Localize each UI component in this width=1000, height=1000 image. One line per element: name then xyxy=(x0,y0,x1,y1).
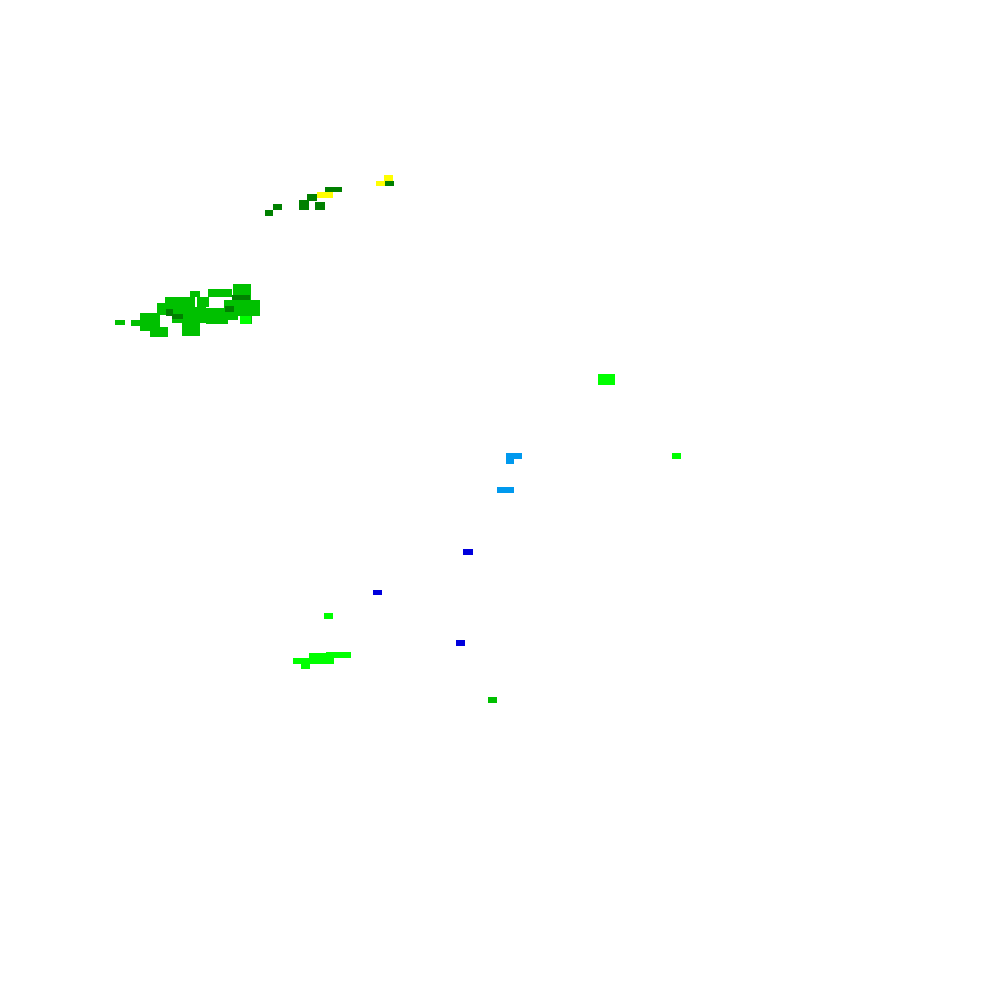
echo-central-blue-pixel xyxy=(463,549,473,555)
echo-west-green-pixel xyxy=(190,291,200,297)
echo-west-green xyxy=(115,284,260,337)
echo-west-green-pixel xyxy=(115,320,125,325)
echo-north-dark-green-pixel xyxy=(307,194,317,201)
echo-north-dark-green-pixel xyxy=(315,202,325,210)
echo-central-light-blue-pixel xyxy=(506,453,522,459)
echo-west-green-pixel xyxy=(150,327,168,337)
echo-west-core-pixel xyxy=(225,306,234,312)
echo-west-core-pixel xyxy=(232,295,250,300)
echo-east-bright-green-pixel xyxy=(672,453,681,459)
echo-south-bright-green-pixel xyxy=(309,653,334,664)
echo-west-green-pixel xyxy=(238,300,260,316)
echo-central-light-blue-pixel xyxy=(497,487,514,493)
echo-north-yellow xyxy=(317,175,393,198)
echo-west-green-pixel xyxy=(182,320,200,336)
echo-north-yellow-pixel xyxy=(384,175,393,181)
echo-central-light-blue xyxy=(497,453,522,493)
echo-north-dark-green-pixel xyxy=(273,204,282,210)
echo-north-dark-green xyxy=(265,181,394,216)
echo-west-green-pixel xyxy=(131,320,143,326)
echo-north-dark-green-pixel xyxy=(325,187,342,192)
echo-south-bright-green-pixel xyxy=(326,652,351,658)
echo-east-bright-green xyxy=(240,316,681,459)
echo-central-blue xyxy=(373,549,473,646)
echo-west-green-pixel xyxy=(206,308,228,324)
echo-north-yellow-pixel xyxy=(376,181,385,186)
echo-central-blue-pixel xyxy=(456,640,465,646)
echo-west-core-pixel xyxy=(166,309,173,316)
echo-north-dark-green-pixel xyxy=(384,181,394,186)
echo-south-bright-green-pixel xyxy=(301,663,310,669)
echo-west-core-pixel xyxy=(172,314,183,319)
echo-central-blue-pixel xyxy=(373,590,382,595)
echo-south-bright-green-pixel xyxy=(293,658,313,664)
echo-south-bright-green xyxy=(293,613,351,669)
echo-west-green-pixel xyxy=(165,297,195,307)
echo-east-bright-green-pixel xyxy=(598,374,615,385)
echo-south-green xyxy=(488,697,497,703)
echo-west-green-pixel xyxy=(197,297,209,307)
echo-south-green-pixel xyxy=(488,697,497,703)
echo-north-dark-green-pixel xyxy=(299,200,309,210)
echo-west-green-pixel xyxy=(140,313,160,331)
echo-north-dark-green-pixel xyxy=(265,210,273,216)
echo-central-light-blue-pixel xyxy=(506,459,514,464)
echo-south-bright-green-pixel xyxy=(324,613,333,619)
echo-west-core xyxy=(166,295,250,319)
echo-north-yellow-pixel xyxy=(317,192,333,198)
echo-east-bright-green-pixel xyxy=(240,316,251,324)
echo-west-green-pixel xyxy=(208,289,232,297)
